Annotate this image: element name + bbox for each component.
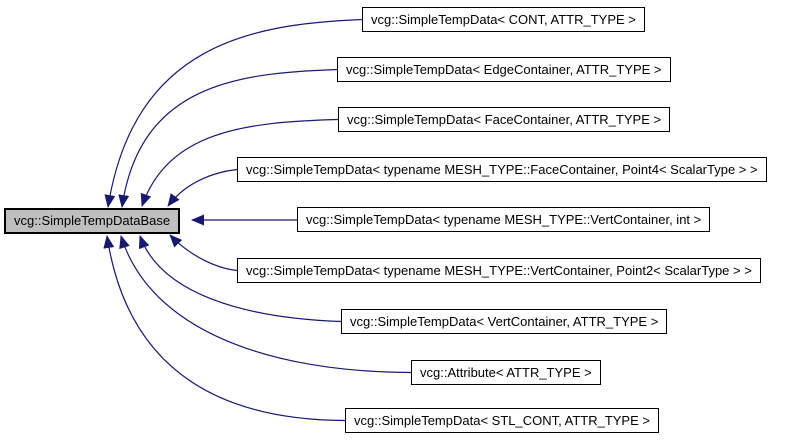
class-node[interactable]: vcg::SimpleTempData< VertContainer, ATTR…	[341, 309, 668, 334]
inheritance-arrow	[140, 118, 339, 207]
class-node[interactable]: vcg::Attribute< ATTR_TYPE >	[411, 360, 601, 385]
class-node[interactable]: vcg::SimpleTempData< typename MESH_TYPE:…	[237, 258, 761, 283]
class-node[interactable]: vcg::SimpleTempData< typename MESH_TYPE:…	[237, 157, 767, 182]
class-node[interactable]: vcg::SimpleTempData< EdgeContainer, ATTR…	[337, 57, 671, 82]
inheritance-arrow	[138, 235, 342, 323]
inheritance-arrow	[169, 234, 238, 272]
class-node[interactable]: vcg::SimpleTempData< CONT, ATTR_TYPE >	[362, 7, 645, 32]
class-node[interactable]: vcg::SimpleTempData< STL_CONT, ATTR_TYPE…	[345, 408, 659, 433]
inheritance-arrow	[103, 235, 346, 422]
inheritance-arrow	[118, 68, 338, 208]
inheritance-arrow	[104, 18, 363, 208]
inheritance-arrow	[167, 168, 238, 207]
class-node[interactable]: vcg::SimpleTempData< typename MESH_TYPE:…	[297, 207, 711, 232]
class-node-base: vcg::SimpleTempDataBase	[4, 208, 181, 234]
inheritance-arrow	[119, 235, 412, 374]
class-node[interactable]: vcg::SimpleTempData< FaceContainer, ATTR…	[338, 107, 671, 132]
